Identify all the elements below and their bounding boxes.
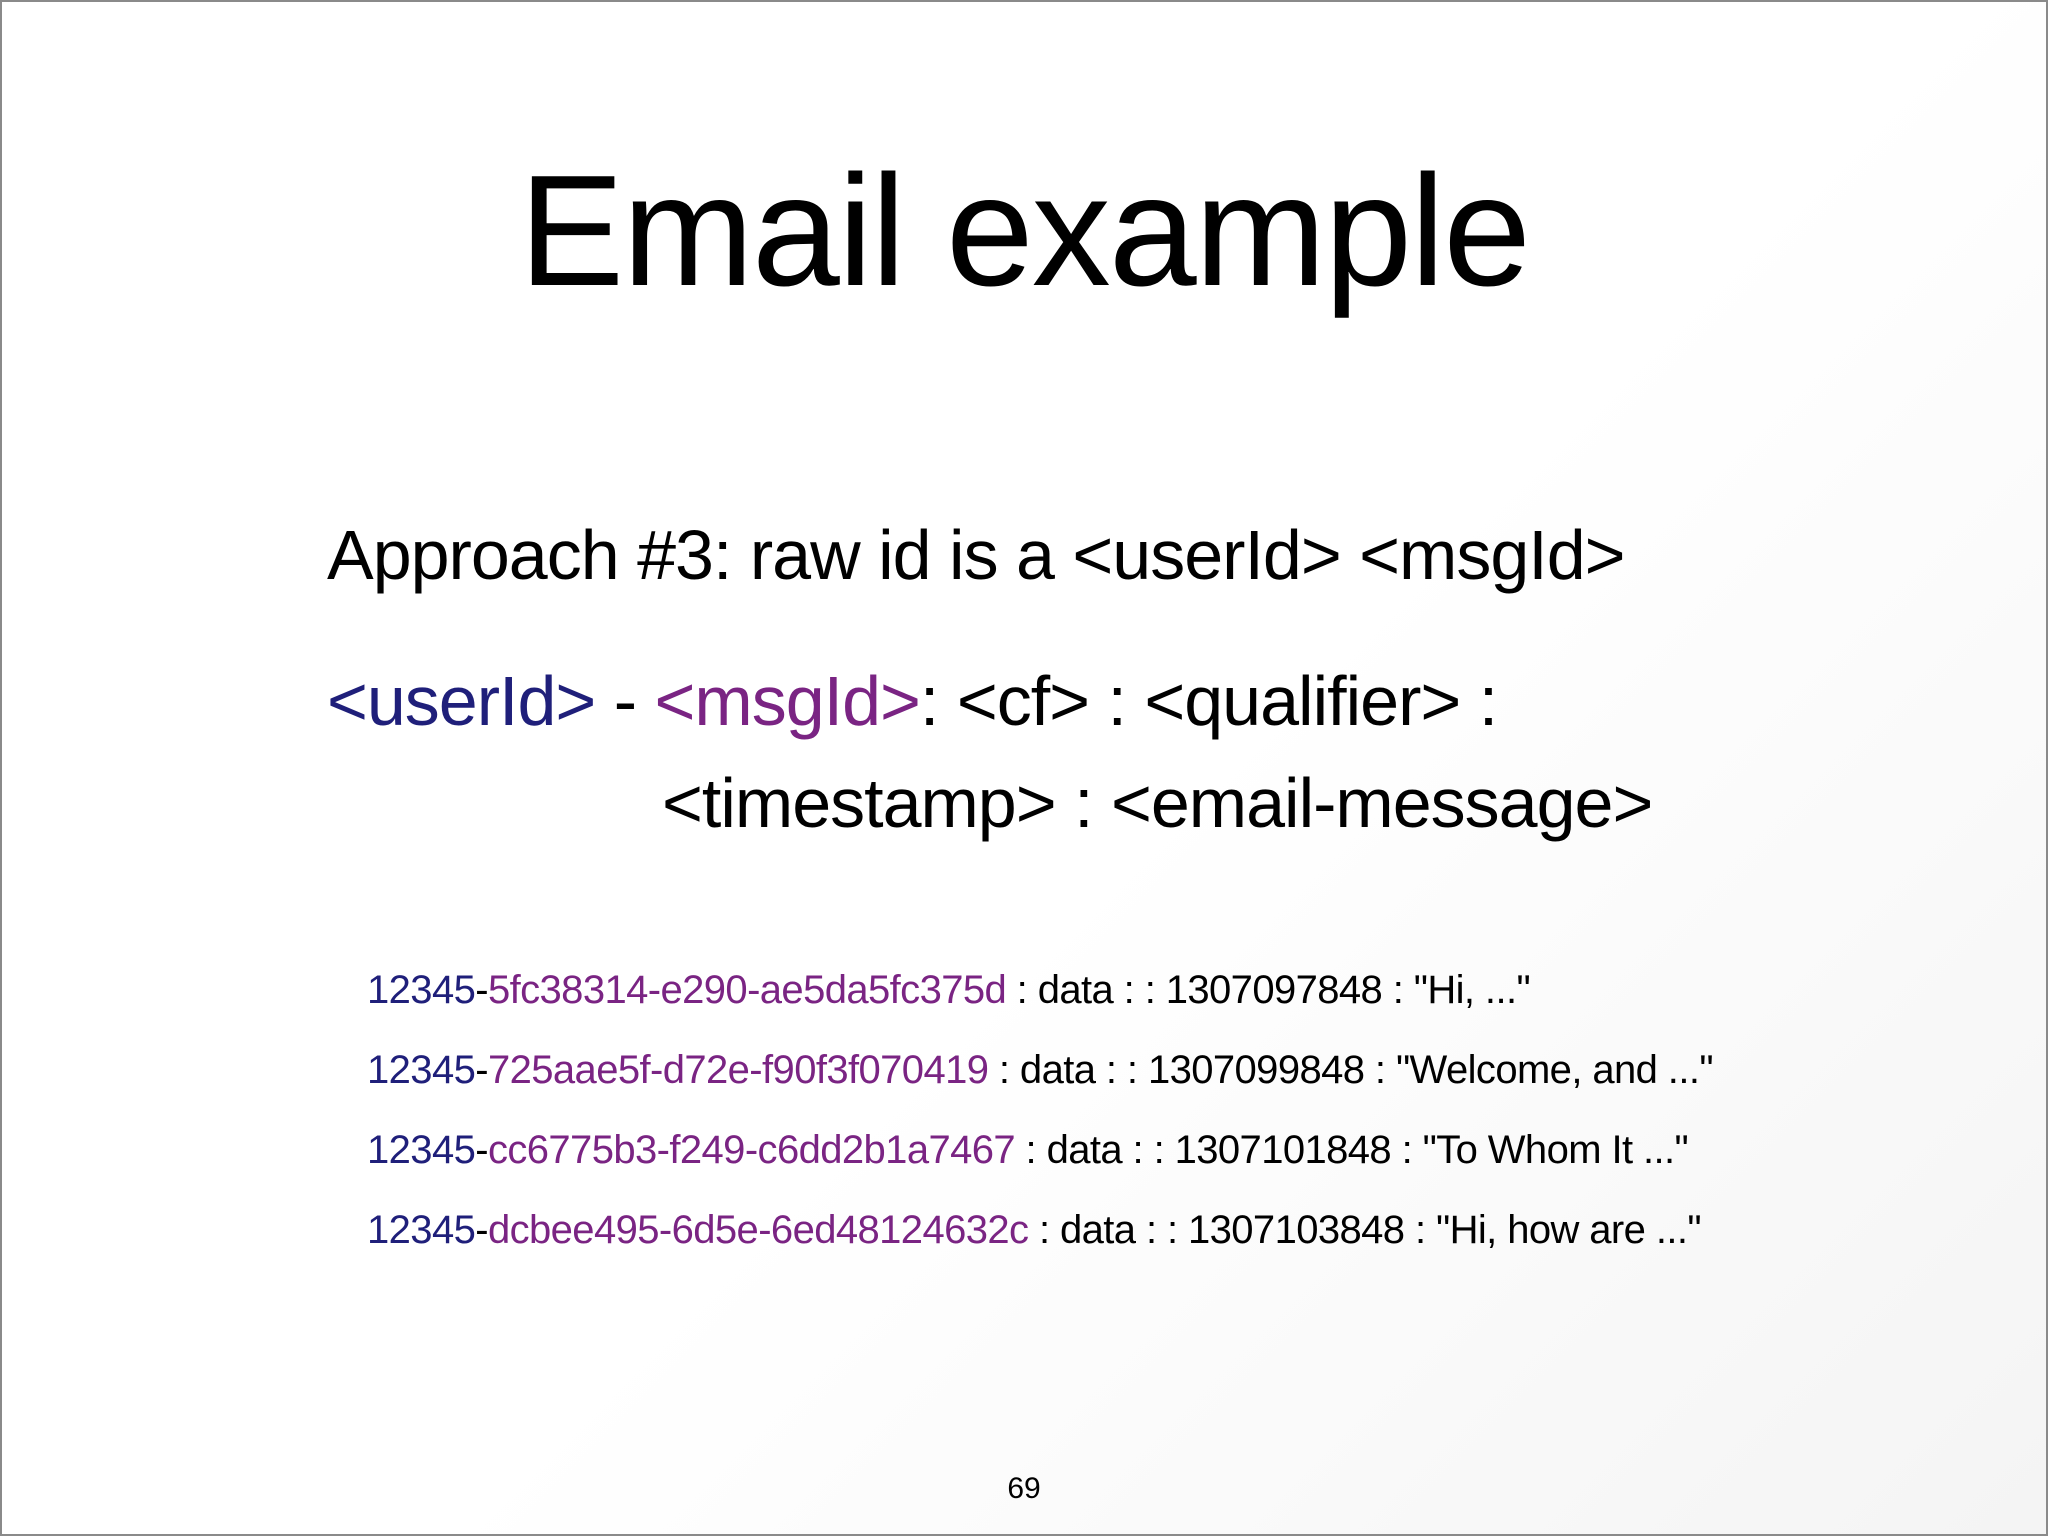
example-msg-id: cc6775b3-f249-c6dd2b1a7467 <box>487 1128 1016 1172</box>
example-user-id: 12345 <box>367 1048 476 1092</box>
schema-line-2: <timestamp> : <email-message> <box>662 764 1653 842</box>
example-rest: : data : : 1307103848 : "Hi, how are ...… <box>1028 1208 1702 1252</box>
slide-title: Email example <box>518 143 1531 319</box>
schema-rest: : <cf> : <qualifier> : <box>919 662 1498 740</box>
example-row: 12345-cc6775b3-f249-c6dd2b1a7467 : data … <box>367 1130 1713 1210</box>
example-rows: 12345-5fc38314-e290-ae5da5fc375d : data … <box>367 970 1714 1290</box>
example-dash: - <box>475 1048 488 1092</box>
example-rest: : data : : 1307097848 : "Hi, ..." <box>1006 968 1531 1012</box>
page-number: 69 <box>1007 1472 1041 1505</box>
example-row: 12345-725aae5f-d72e-f90f3f070419 : data … <box>367 1048 1714 1130</box>
example-dash: - <box>475 1128 488 1172</box>
approach-heading: Approach #3: raw id is a <userId> <msgId… <box>327 516 1626 594</box>
example-rest: : data : : 1307101848 : "To Whom It ..." <box>1015 1128 1689 1172</box>
example-user-id: 12345 <box>367 1128 476 1172</box>
schema-line-1: <userId> - <msgId>: <cf> : <qualifier> : <box>327 666 1498 736</box>
example-dash: - <box>475 968 488 1012</box>
example-user-id: 12345 <box>367 968 476 1012</box>
schema-user-id: <userId> <box>327 662 596 740</box>
example-msg-id: 725aae5f-d72e-f90f3f070419 <box>487 1048 989 1092</box>
example-user-id: 12345 <box>367 1208 476 1252</box>
schema-separator: - <box>595 662 655 740</box>
example-rest: : data : : 1307099848 : "Welcome, and ..… <box>988 1048 1714 1092</box>
example-dash: - <box>475 1208 488 1252</box>
example-row: 12345-dcbee495-6d5e-6ed48124632c : data … <box>367 1210 1713 1290</box>
example-msg-id: 5fc38314-e290-ae5da5fc375d <box>487 968 1007 1012</box>
example-row: 12345-5fc38314-e290-ae5da5fc375d : data … <box>367 970 1713 1050</box>
example-msg-id: dcbee495-6d5e-6ed48124632c <box>487 1208 1029 1252</box>
schema-msg-id: <msgId> <box>654 662 921 740</box>
